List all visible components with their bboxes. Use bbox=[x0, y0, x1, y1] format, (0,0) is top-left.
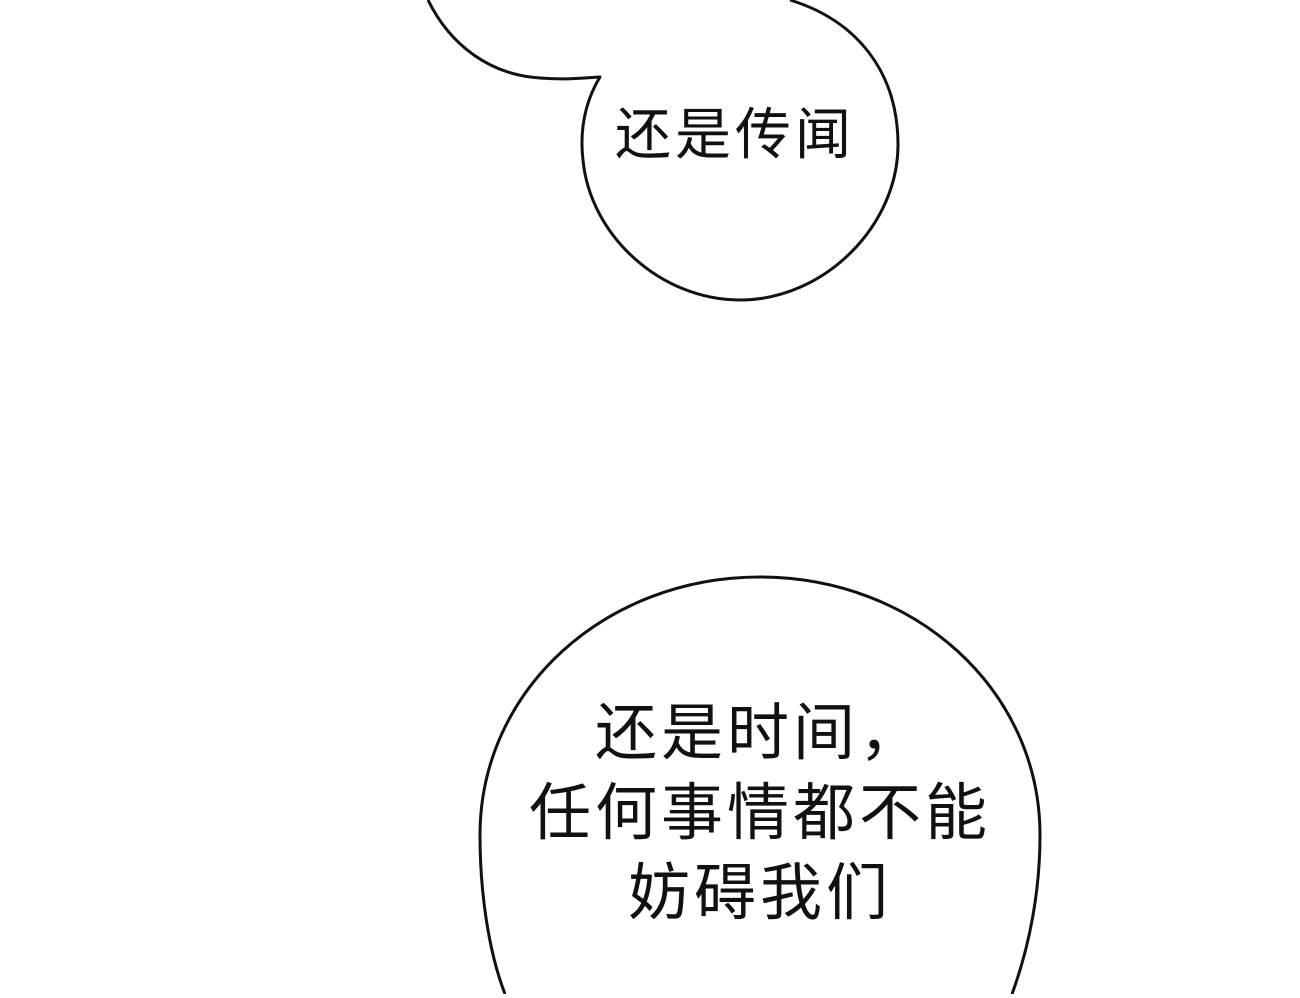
dialogue-line: 还是传闻 bbox=[615, 103, 855, 168]
speech-bubble-top-text: 还是传闻 bbox=[585, 108, 885, 164]
dialogue-line: 任何事情都不能 bbox=[528, 776, 991, 849]
speech-bubble-top bbox=[426, 0, 900, 302]
speech-bubble-bottom bbox=[478, 575, 1042, 995]
dialogue-line: 还是时间， bbox=[594, 696, 925, 769]
dialogue-line: 妨碍我们 bbox=[627, 856, 892, 929]
speech-bubble-bottom-text: 还是时间， 任何事情都不能 妨碍我们 bbox=[470, 702, 1050, 942]
